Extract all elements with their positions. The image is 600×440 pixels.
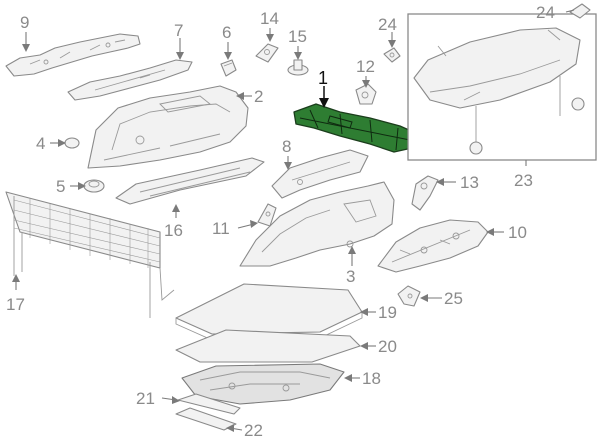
callout-13[interactable]: 13: [460, 173, 479, 192]
part-6-clip[interactable]: [220, 59, 237, 77]
callout-25[interactable]: 25: [444, 289, 463, 308]
part-20-floor-mat[interactable]: [175, 329, 361, 363]
part-4-grommet[interactable]: [64, 137, 80, 149]
leader-lines: [12, 9, 575, 432]
callout-23[interactable]: 23: [514, 171, 533, 190]
callout-19[interactable]: 19: [378, 303, 397, 322]
part-25-clip[interactable]: [397, 285, 421, 307]
callout-3[interactable]: 3: [346, 267, 355, 286]
part-11-bracket[interactable]: [257, 203, 277, 227]
callout-5[interactable]: 5: [56, 177, 65, 196]
callout-20[interactable]: 20: [378, 337, 397, 356]
part-3-wheelhouse-trim[interactable]: [239, 181, 395, 267]
callout-10[interactable]: 10: [508, 223, 527, 242]
part-17-cargo-net[interactable]: [5, 191, 175, 318]
callout-2[interactable]: 2: [254, 87, 263, 106]
part-16-sill-plate[interactable]: [115, 157, 265, 205]
part-14-clip[interactable]: [255, 43, 279, 63]
part-24-fastener-a[interactable]: [383, 47, 401, 63]
callout-4[interactable]: 4: [36, 134, 45, 153]
callout-labels: 1 2 3 4 5 6 7 8 9 10 11 12 13 14 15 16 1…: [6, 3, 555, 440]
part-13-connector[interactable]: [411, 175, 439, 211]
part-18-storage-tray[interactable]: [181, 363, 345, 405]
callout-24a[interactable]: 24: [378, 15, 397, 34]
callout-8[interactable]: 8: [282, 137, 291, 156]
callout-12[interactable]: 12: [356, 57, 375, 76]
callout-7[interactable]: 7: [174, 21, 183, 40]
callout-22[interactable]: 22: [244, 421, 263, 440]
callout-15[interactable]: 15: [288, 27, 307, 46]
part-7-trim[interactable]: [67, 59, 193, 101]
callout-1[interactable]: 1: [318, 68, 328, 88]
part-21-strip[interactable]: [177, 393, 241, 415]
callout-9[interactable]: 9: [20, 13, 29, 32]
callout-17[interactable]: 17: [6, 295, 25, 314]
part-5-plug[interactable]: [83, 179, 105, 193]
callout-18[interactable]: 18: [362, 369, 381, 388]
part-10-bracket-assembly[interactable]: [377, 219, 489, 273]
part-8-corner-trim[interactable]: [271, 149, 369, 199]
part-24-fastener-b[interactable]: [569, 3, 591, 19]
part-23-cargo-cover[interactable]: [413, 27, 585, 155]
part-1-rear-panel-highlighted[interactable]: [293, 103, 419, 153]
part-15-fastener[interactable]: [287, 59, 309, 76]
callout-6[interactable]: 6: [222, 23, 231, 42]
callout-11[interactable]: 11: [212, 219, 230, 238]
callout-21[interactable]: 21: [136, 389, 155, 408]
callout-14[interactable]: 14: [260, 9, 279, 28]
part-9-bracket[interactable]: [5, 33, 141, 77]
callout-16[interactable]: 16: [164, 221, 183, 240]
part-2-side-panel[interactable]: [87, 85, 249, 169]
callout-24b[interactable]: 24: [536, 3, 555, 22]
part-22-scuff-strip[interactable]: [175, 407, 237, 431]
